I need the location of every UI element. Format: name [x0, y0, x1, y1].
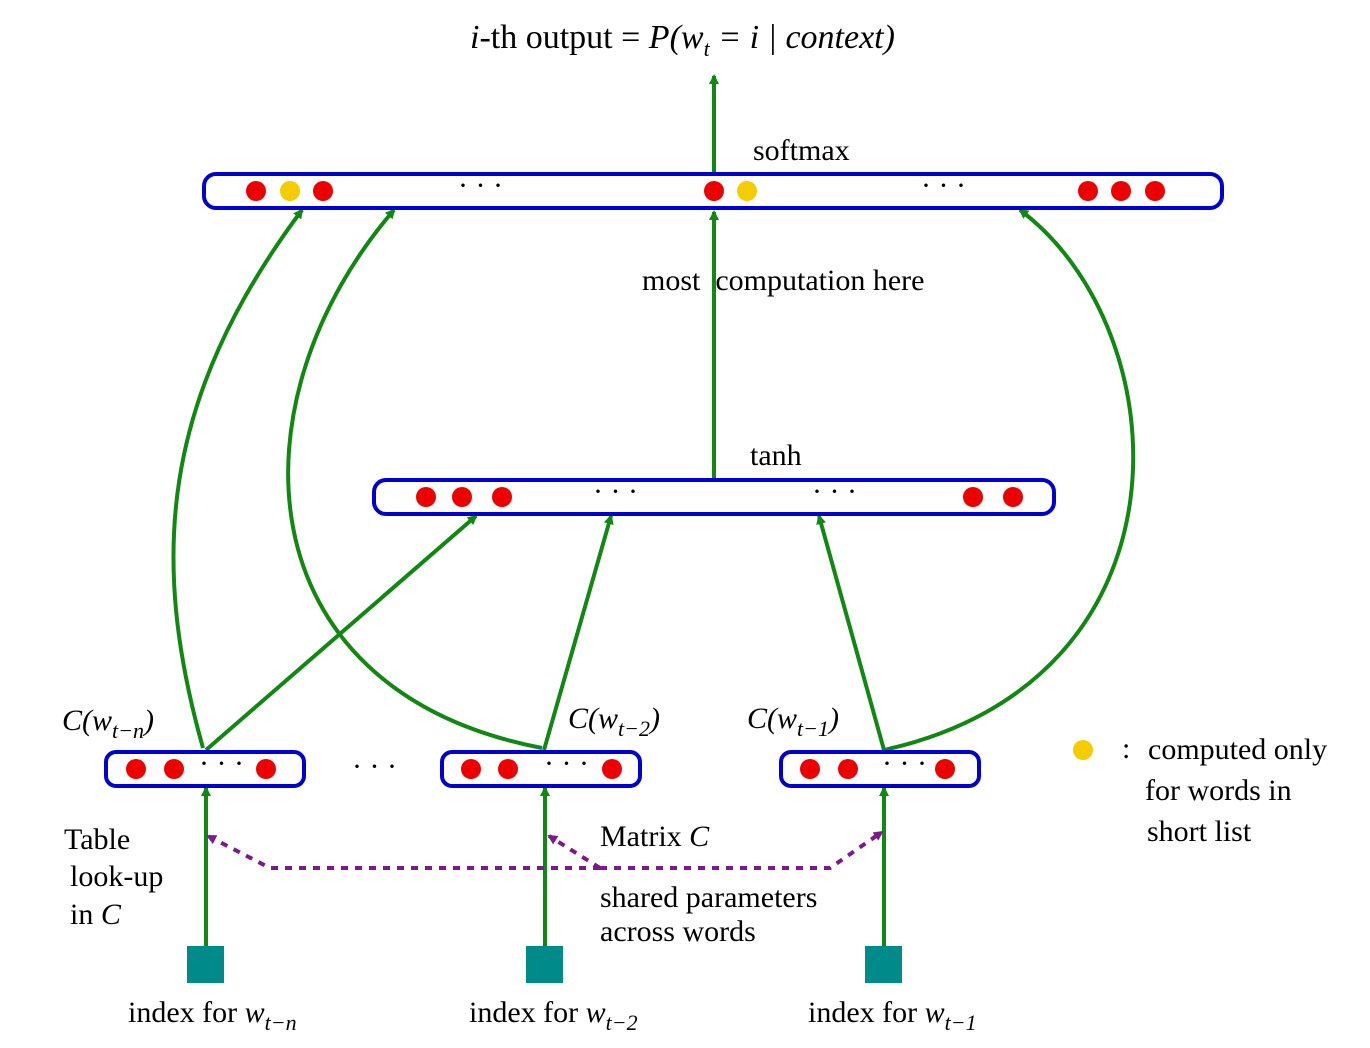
shared-link-left	[206, 834, 600, 870]
embedding-unit	[602, 759, 622, 779]
embedding-t-minus-n: · · · C(wt−n)	[62, 704, 306, 788]
tanh-unit	[452, 487, 472, 507]
index-label-t-minus-1: index for wt−1	[808, 996, 977, 1035]
index-label-t-minus-2: index for wt−2	[469, 996, 638, 1035]
embedding-box	[440, 750, 642, 788]
embeddings-between-ellipsis: · · ·	[352, 750, 397, 783]
index-square-t-minus-1	[865, 946, 902, 983]
table-lookup-line1: Table	[64, 823, 130, 856]
softmax-unit	[704, 181, 724, 201]
embedding-unit	[256, 759, 276, 779]
emb2-to-softmax-arrow	[286, 208, 543, 750]
embedding-t-minus-1: · · · C(wt−1)	[747, 702, 981, 788]
softmax-unit	[1145, 181, 1165, 201]
embedding-label: C(wt−1)	[747, 702, 839, 741]
legend: : computed only for words in short list	[1073, 732, 1327, 848]
shared-parameters-links	[206, 830, 884, 870]
tanh-unit	[416, 487, 436, 507]
emb2-to-tanh-arrow	[542, 514, 614, 751]
softmax-unit	[1111, 181, 1131, 201]
table-lookup-line2: look-up	[70, 860, 163, 893]
tanh-box	[372, 478, 1056, 516]
legend-shortlist-marker	[1073, 740, 1093, 760]
embedding-unit	[800, 759, 820, 779]
legend-colon: :	[1122, 732, 1130, 765]
tanh-unit	[963, 487, 983, 507]
embedding-ellipsis: · · ·	[199, 747, 244, 780]
diagram-title: i-th output = P(wt = i | context)	[470, 19, 895, 61]
matrix-label: Matrix C	[600, 820, 710, 853]
embedding-ellipsis: · · ·	[882, 747, 927, 780]
tanh-ellipsis-right: · · ·	[812, 475, 857, 508]
tanh-layer: · · · · · · tanh	[372, 439, 1056, 516]
legend-line2: for words in	[1145, 774, 1292, 807]
index-label-t-minus-n: index for wt−n	[128, 996, 297, 1035]
shared-params-line1: shared parameters	[600, 881, 817, 914]
embedding-unit	[126, 759, 146, 779]
softmax-unit	[313, 181, 333, 201]
embedding-ellipsis: · · ·	[544, 747, 589, 780]
embedding-box	[104, 750, 306, 788]
tanh-unit	[1003, 487, 1023, 507]
embedding-label: C(wt−n)	[62, 704, 154, 743]
softmax-ellipsis-right: · · ·	[921, 169, 966, 202]
tanh-ellipsis-left: · · ·	[593, 475, 638, 508]
embedding-unit	[461, 759, 481, 779]
embedding-t-minus-2: · · · C(wt−2)	[440, 702, 660, 788]
embedding-unit	[498, 759, 518, 779]
embedding-label: C(wt−2)	[568, 702, 660, 741]
emb3-to-tanh-arrow	[816, 514, 886, 751]
softmax-unit	[1078, 181, 1098, 201]
tanh-label: tanh	[750, 439, 802, 472]
legend-line1: computed only	[1148, 733, 1327, 766]
softmax-unit-shortlist	[737, 181, 757, 201]
softmax-label: softmax	[753, 134, 850, 167]
legend-line3: short list	[1147, 815, 1252, 848]
emb1-to-softmax-arrow	[171, 208, 304, 749]
embedding-unit	[164, 759, 184, 779]
shared-link-middle	[547, 834, 602, 870]
index-square-t-minus-2	[526, 946, 563, 983]
softmax-ellipsis-left: · · ·	[458, 169, 503, 202]
softmax-layer: · · · · · · softmax	[202, 134, 1224, 210]
index-square-t-minus-n	[187, 946, 224, 983]
embedding-unit	[838, 759, 858, 779]
emb3-to-softmax-arrow	[883, 208, 1136, 752]
shared-params-line2: across words	[600, 915, 756, 948]
tanh-unit	[492, 487, 512, 507]
table-lookup-line3: in C	[70, 898, 122, 931]
softmax-unit-shortlist	[280, 181, 300, 201]
most-computation-label: most computation here	[642, 264, 924, 297]
shared-link-right	[600, 830, 884, 870]
embedding-box	[779, 750, 981, 788]
softmax-unit	[246, 181, 266, 201]
embedding-unit	[935, 759, 955, 779]
